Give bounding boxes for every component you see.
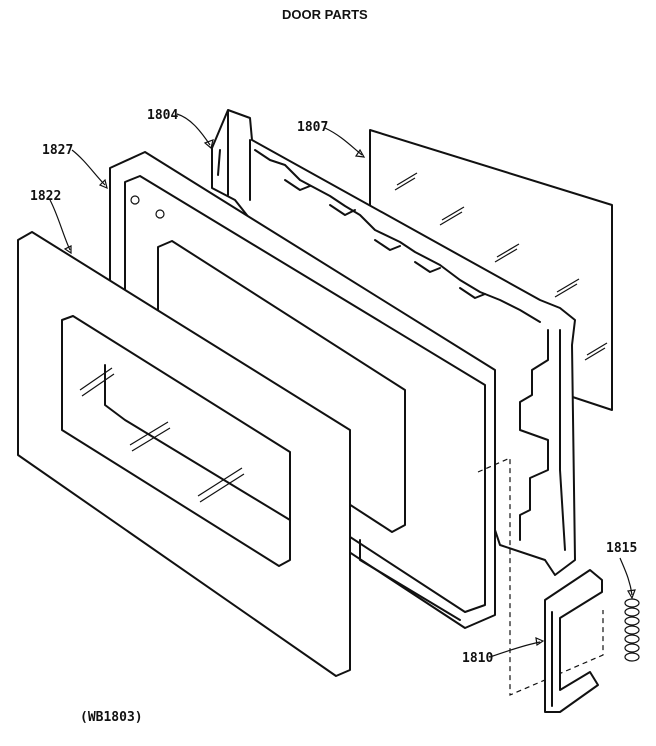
label-1810: 1810: [462, 651, 493, 666]
latch-plane: [477, 457, 604, 696]
label-1804: 1804: [147, 108, 178, 123]
label-1815: 1815: [606, 541, 637, 556]
label-1807: 1807: [297, 120, 328, 135]
diagram-title: DOOR PARTS: [282, 7, 368, 22]
diagram-code: (WB1803): [80, 710, 143, 725]
part-1822-outer-door: [17, 231, 351, 677]
leader-lines: [49, 113, 636, 658]
label-1822: 1822: [30, 189, 61, 204]
part-1815-spring: [624, 598, 640, 662]
part-1810-latch: [544, 569, 603, 713]
label-1827: 1827: [42, 143, 73, 158]
